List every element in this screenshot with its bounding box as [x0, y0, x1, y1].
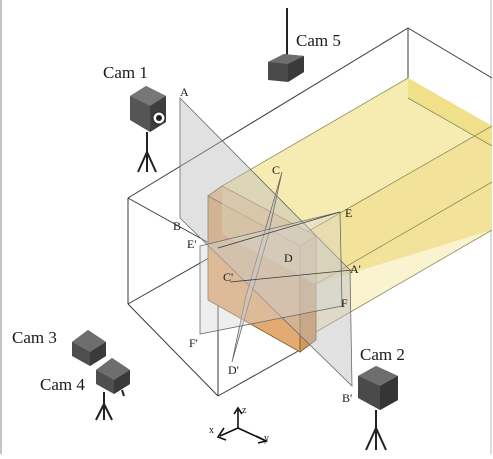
point-label-b-prime: B' — [342, 391, 352, 405]
cam-3-label: Cam 3 — [12, 328, 57, 347]
axis-triad — [216, 406, 269, 444]
point-label-b: B — [173, 219, 181, 233]
point-label-a-prime: A' — [350, 262, 361, 276]
camera-1 — [130, 86, 166, 173]
camera-3 — [72, 330, 106, 366]
point-label-d: D — [284, 251, 293, 265]
camera-2 — [358, 366, 398, 451]
point-label-c: C — [272, 163, 280, 177]
camera-5 — [268, 8, 304, 82]
point-label-d-prime: D' — [228, 363, 239, 377]
point-label-f-prime: F' — [189, 336, 198, 350]
axis-x-label: x — [209, 425, 214, 436]
plane-cd — [231, 171, 283, 363]
point-label-e: E — [345, 206, 352, 220]
point-label-e-prime: E' — [187, 237, 197, 251]
axis-y-label: y — [264, 433, 269, 444]
cam-5-label: Cam 5 — [296, 31, 341, 50]
point-label-a: A — [180, 85, 189, 99]
camera-4 — [95, 358, 130, 421]
cam-4-label: Cam 4 — [40, 375, 85, 394]
axis-z-label: z — [242, 405, 247, 416]
point-label-c-prime: C' — [223, 270, 233, 284]
wire-line-1 — [217, 211, 341, 249]
cam-2-label: Cam 2 — [360, 345, 405, 364]
point-label-f: F — [341, 296, 348, 310]
outer-box — [127, 27, 493, 397]
wire-line-2 — [229, 269, 353, 283]
cam-1-label: Cam 1 — [103, 63, 148, 82]
